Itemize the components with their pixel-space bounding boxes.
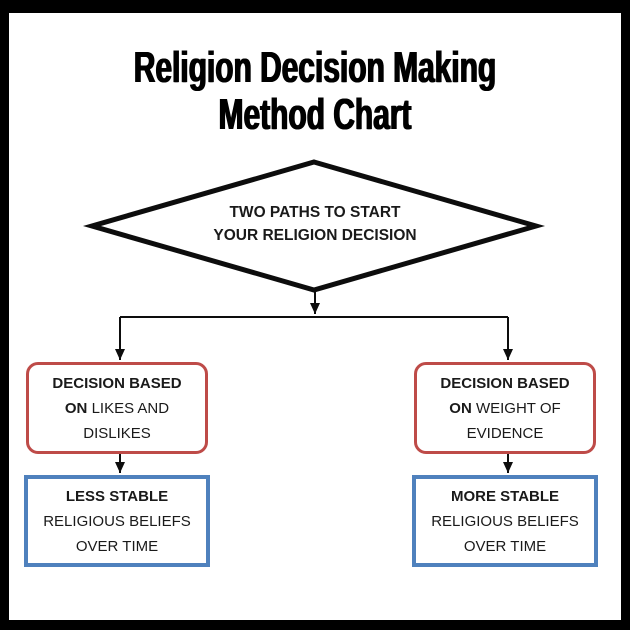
box-text-line: RELIGIOUS BELIEFS [431, 512, 579, 530]
box-text-line: ON WEIGHT OF [449, 399, 561, 417]
decision-box-weight-of-evidence: DECISION BASED ON WEIGHT OF EVIDENCE [414, 362, 596, 454]
decision-diamond [82, 159, 546, 293]
outcome-box-less-stable: LESS STABLE RELIGIOUS BELIEFS OVER TIME [24, 475, 210, 567]
box-text-line: MORE STABLE [450, 487, 560, 505]
box-text-line: DISLIKES [83, 424, 151, 442]
box-text-line: OVER TIME [463, 537, 547, 555]
decision-box-likes-dislikes: DECISION BASED ON LIKES AND DISLIKES [26, 362, 208, 454]
diamond-label-line2: YOUR RELIGION DECISION [213, 227, 417, 244]
page-title-line1: Religion Decision Making [133, 43, 497, 92]
decision-diamond-label: TWO PATHS TO START YOUR RELIGION DECISIO… [185, 201, 445, 247]
page-title: Religion Decision Making Method Chart [101, 44, 529, 138]
box-text-line: LESS STABLE [65, 487, 169, 505]
box-text-line: DECISION BASED [52, 374, 182, 392]
box-text-line: OVER TIME [75, 537, 159, 555]
box-text-line: EVIDENCE [466, 424, 544, 442]
box-text-line: ON LIKES AND [64, 399, 170, 417]
box-text-line: RELIGIOUS BELIEFS [43, 512, 191, 530]
page-title-line2: Method Chart [218, 90, 412, 139]
box-text-line: DECISION BASED [440, 374, 570, 392]
diamond-label-line1: TWO PATHS TO START [229, 204, 401, 221]
outcome-box-more-stable: MORE STABLE RELIGIOUS BELIEFS OVER TIME [412, 475, 598, 567]
